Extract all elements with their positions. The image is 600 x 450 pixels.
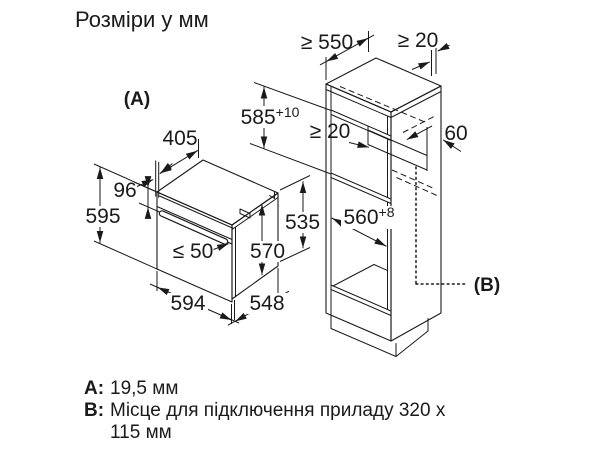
dim-niche-width-560: 560+8 [331,204,403,247]
hidden-edge-top [339,86,427,123]
dim-niche-depth-550: ≥ 550 [301,31,375,80]
dim-oven-rear-535: 535 [279,175,323,262]
dim-niche-height-585: 585+10 [241,82,332,175]
dim-oven-side-570: 570 [249,203,287,276]
oven-side-face [231,192,279,300]
dim-oven-height-595: 595 [84,163,159,270]
cabinet-top-edge-inner [325,89,442,118]
oven-dimensions: (A) 405 96 595 [84,89,323,326]
oven-front-face [156,191,233,303]
oven-top-face [156,159,279,226]
oven-label-a: (A) [124,89,150,110]
legend: A: 19,5 мм B: Місце для підключення прил… [84,378,446,443]
cabinet-dim-585: 585+10 [241,104,300,129]
oven-dim-535: 535 [285,211,320,234]
oven-dim-595: 595 [85,205,120,228]
cabinet-dim-550: ≥ 550 [301,31,353,54]
dim-oven-width-594: 594 [149,271,240,324]
cabinet-label-b: (B) [474,275,500,296]
legend-b-value: Місце для підключення приладу 320 x [110,400,446,421]
dim-oven-door-gap-50: ≤ 50 [173,240,229,263]
cabinet-plinth [330,315,429,357]
oven-side-top-inner [231,197,279,230]
cabinet-bottom-floor [330,284,392,316]
cabinet-dim-20-top: ≥ 20 [398,29,439,52]
cabinet-dim-20-inner: ≥ 20 [310,120,351,143]
oven-dim-96: 96 [113,179,136,202]
legend-b-value2: 115 мм [110,422,172,443]
cabinet-top-face [325,57,442,113]
hidden-edge-floor [391,169,438,196]
oven-rear-corner-notch [269,191,275,199]
oven-dim-405: 405 [162,127,197,150]
dim-rear-gap-top-20: ≥ 20 [398,29,450,76]
cabinet-side-face [390,85,442,342]
cabinet-floor-back-edges [332,264,388,287]
oven-dim-594: 594 [170,292,205,315]
connection-zone-B: (B) [415,166,500,296]
oven-door-handle [158,210,229,245]
oven-side-vent-slot [239,208,251,219]
cabinet-dimensions: ≥ 550 ≥ 20 585+10 ≥ 20 [241,29,468,247]
legend-a-key: A: [84,378,104,399]
oven-dim-548: 548 [249,292,284,315]
oven-top-edge-inner [159,195,234,229]
oven-dim-570: 570 [250,240,285,263]
legend-a-value: 19,5 мм [110,378,178,399]
oven-dim-50: ≤ 50 [173,240,214,263]
oven-drawing [156,159,279,303]
cabinet-niche-floor [330,172,392,204]
cabinet-drawing: (B) [325,57,500,357]
legend-b-key: B: [84,400,104,421]
cabinet-dim-60: 60 [444,122,467,145]
dim-oven-panel-96: 96 [113,176,159,219]
cabinet-dim-560: 560+8 [343,204,394,229]
dim-rear-gap-inner-20: ≥ 20 [310,120,433,148]
dim-recess-depth-60: 60 [426,122,468,171]
dim-oven-depth-top-405: 405 [159,127,199,175]
dim-oven-depth-548: 548 [227,268,290,326]
hidden-edge-recess [402,115,437,133]
page-title: Розміри у мм [75,7,209,32]
cabinet-recess-hatched [390,139,428,171]
